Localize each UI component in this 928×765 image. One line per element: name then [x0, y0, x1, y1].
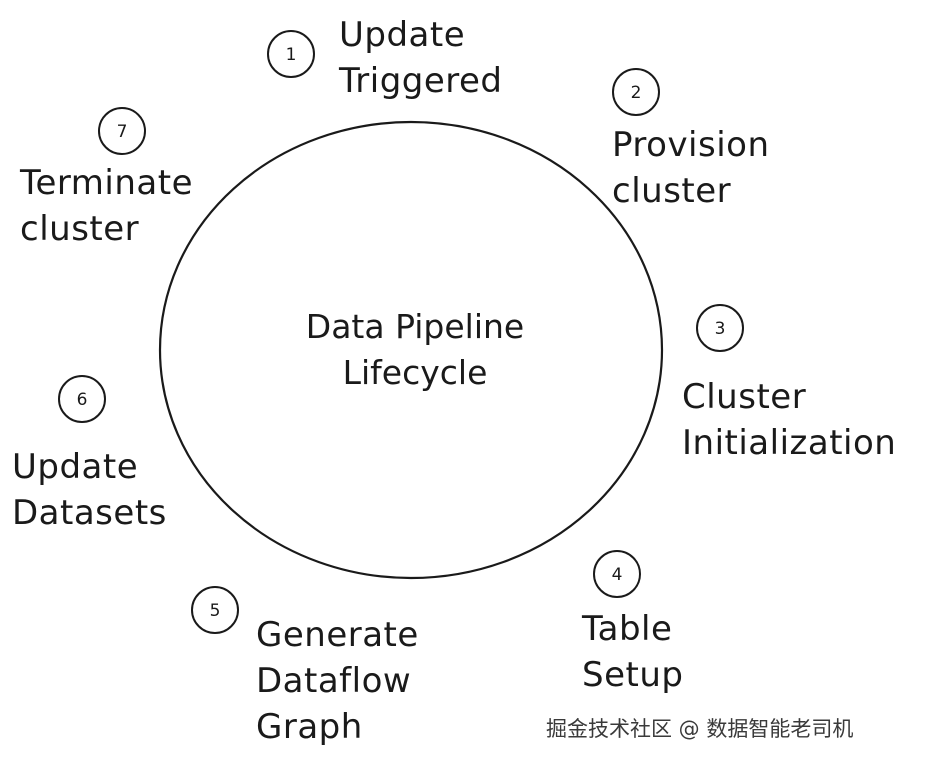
step-label-1-line-2: Triggered: [339, 61, 503, 101]
step-badge-4-circle: [593, 550, 641, 598]
step-badge-5: 5: [191, 586, 239, 634]
step-badge-4: 4: [593, 550, 641, 598]
step-badge-5-circle: [191, 586, 239, 634]
step-label-6-line-1: Update: [12, 447, 139, 487]
step-badge-6-number: 6: [77, 390, 88, 410]
step-badge-6-circle: [58, 375, 106, 423]
step-label-2-line-2: cluster: [612, 171, 732, 211]
step-badge-3: 3: [696, 304, 744, 352]
step-badge-2: 2: [612, 68, 660, 116]
step-label-4-line-2: Setup: [582, 655, 684, 695]
step-label-3: Cluster Initialization: [682, 374, 896, 466]
step-badge-5-number: 5: [210, 601, 221, 621]
step-label-6-line-2: Datasets: [12, 493, 167, 533]
step-label-4-line-1: Table: [582, 609, 673, 649]
center-title-line-2: Lifecycle: [342, 353, 488, 392]
step-badge-6: 6: [58, 375, 106, 423]
step-label-7-line-1: Terminate: [20, 163, 193, 203]
step-label-5-line-1: Generate: [256, 615, 419, 655]
step-badge-3-circle: [696, 304, 744, 352]
step-label-5-line-3: Graph: [256, 707, 363, 747]
step-badge-7-number: 7: [117, 122, 128, 142]
step-badge-1: 1: [267, 30, 315, 78]
center-title: Data Pipeline Lifecycle: [250, 304, 580, 396]
step-badge-3-number: 3: [715, 319, 726, 339]
lifecycle-circle: [158, 120, 664, 580]
step-label-5: Generate Dataflow Graph: [256, 612, 419, 750]
step-label-1-line-1: Update: [339, 15, 466, 55]
center-title-line-1: Data Pipeline: [305, 307, 525, 346]
step-badge-4-number: 4: [612, 565, 623, 585]
step-badge-7-circle: [98, 107, 146, 155]
step-label-4: Table Setup: [582, 606, 683, 698]
step-badge-1-circle: [267, 30, 315, 78]
step-label-5-line-2: Dataflow: [256, 661, 412, 701]
step-badge-2-circle: [612, 68, 660, 116]
step-label-6: Update Datasets: [12, 444, 167, 536]
step-label-3-line-2: Initialization: [682, 423, 897, 463]
watermark: 掘金技术社区 @ 数据智能老司机: [546, 717, 854, 741]
step-label-7-line-2: cluster: [20, 209, 140, 249]
step-label-7: Terminate cluster: [20, 160, 193, 252]
step-label-1: Update Triggered: [339, 12, 503, 104]
step-badge-7: 7: [98, 107, 146, 155]
step-label-3-line-1: Cluster: [682, 377, 807, 417]
step-badge-2-number: 2: [631, 83, 642, 103]
step-badge-1-number: 1: [286, 45, 297, 65]
step-label-2: Provision cluster: [612, 122, 770, 214]
step-label-2-line-1: Provision: [612, 125, 770, 165]
